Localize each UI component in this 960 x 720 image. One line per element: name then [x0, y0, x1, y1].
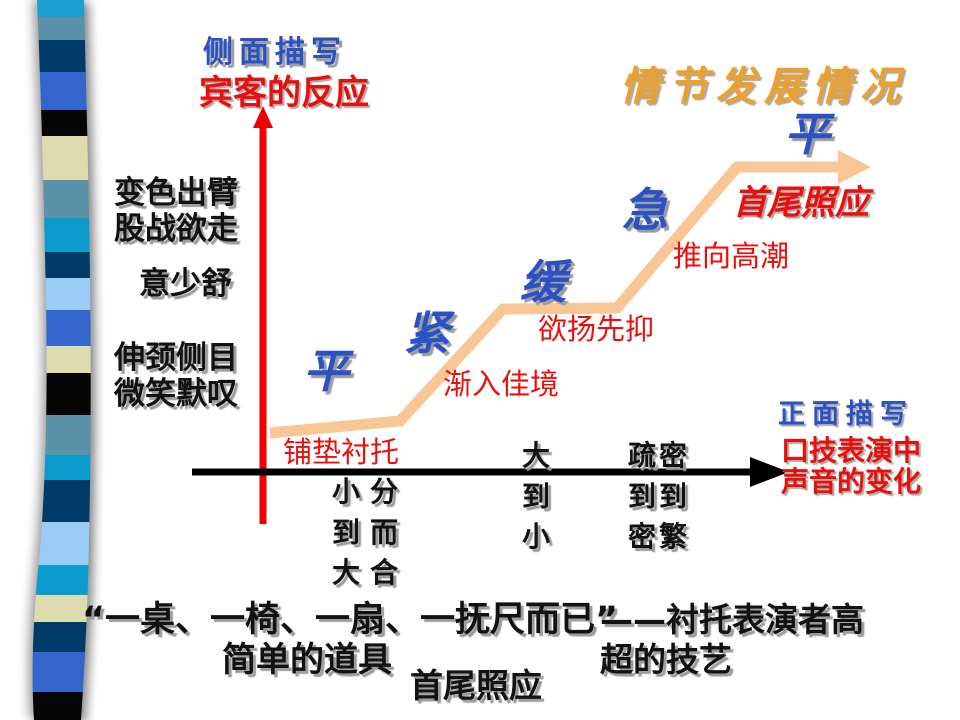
side-description-title: 侧面描写 [203, 35, 347, 70]
stage-label-ping1: 平 [303, 344, 349, 398]
sound-axis-label-line2: 声音的变化 [781, 465, 922, 498]
stage-label-huan: 缓 [520, 255, 566, 309]
conclusion-text: ——衬托表演者高 超的技艺 [600, 600, 864, 679]
stage-label-jin: 紧 [404, 306, 450, 360]
props-quote: “一桌、一椅、一扇、一抚尺而已” [82, 600, 619, 640]
audience-reaction-axis-label: 宾客的反应 [199, 73, 369, 113]
stage-label-ji: 急 [622, 183, 668, 237]
audience-reaction-group1: 变色出臂 股战欲走 [114, 175, 238, 247]
annotation-echo-top: 首尾照应 [733, 183, 869, 223]
annotation-suppress-first: 欲扬先抑 [538, 312, 655, 346]
audience-reaction-group2: 意少舒 [139, 266, 232, 302]
plot-curve-arrowhead-icon [838, 150, 871, 184]
stage-label-ping2: 平 [784, 107, 830, 161]
sound-change-col-sparse-to-dense: 疏到密 [627, 439, 656, 554]
plot-development-title: 情节发展情况 [620, 64, 908, 110]
sound-axis-label-line1: 口技表演中 [781, 434, 922, 467]
annotation-climax: 推向高潮 [673, 239, 790, 273]
sound-change-col-big-to-small: 大到小 [521, 439, 550, 554]
props-caption: 简单的道具 [222, 640, 392, 680]
sound-change-col-dense-to-busy: 密到繁 [658, 439, 687, 554]
annotation-echo-bottom: 首尾照应 [410, 666, 542, 705]
annotation-foreshadow: 铺垫衬托 [283, 435, 400, 469]
sound-change-col-split-to-merge: 分而合 [369, 475, 398, 590]
audience-reaction-group3: 伸颈侧目 微笑默叹 [114, 340, 238, 412]
annotation-improving: 渐入佳境 [443, 367, 560, 401]
front-description-title: 正面描写 [778, 399, 914, 430]
sound-change-col-small-to-big: 小到大 [331, 475, 360, 590]
